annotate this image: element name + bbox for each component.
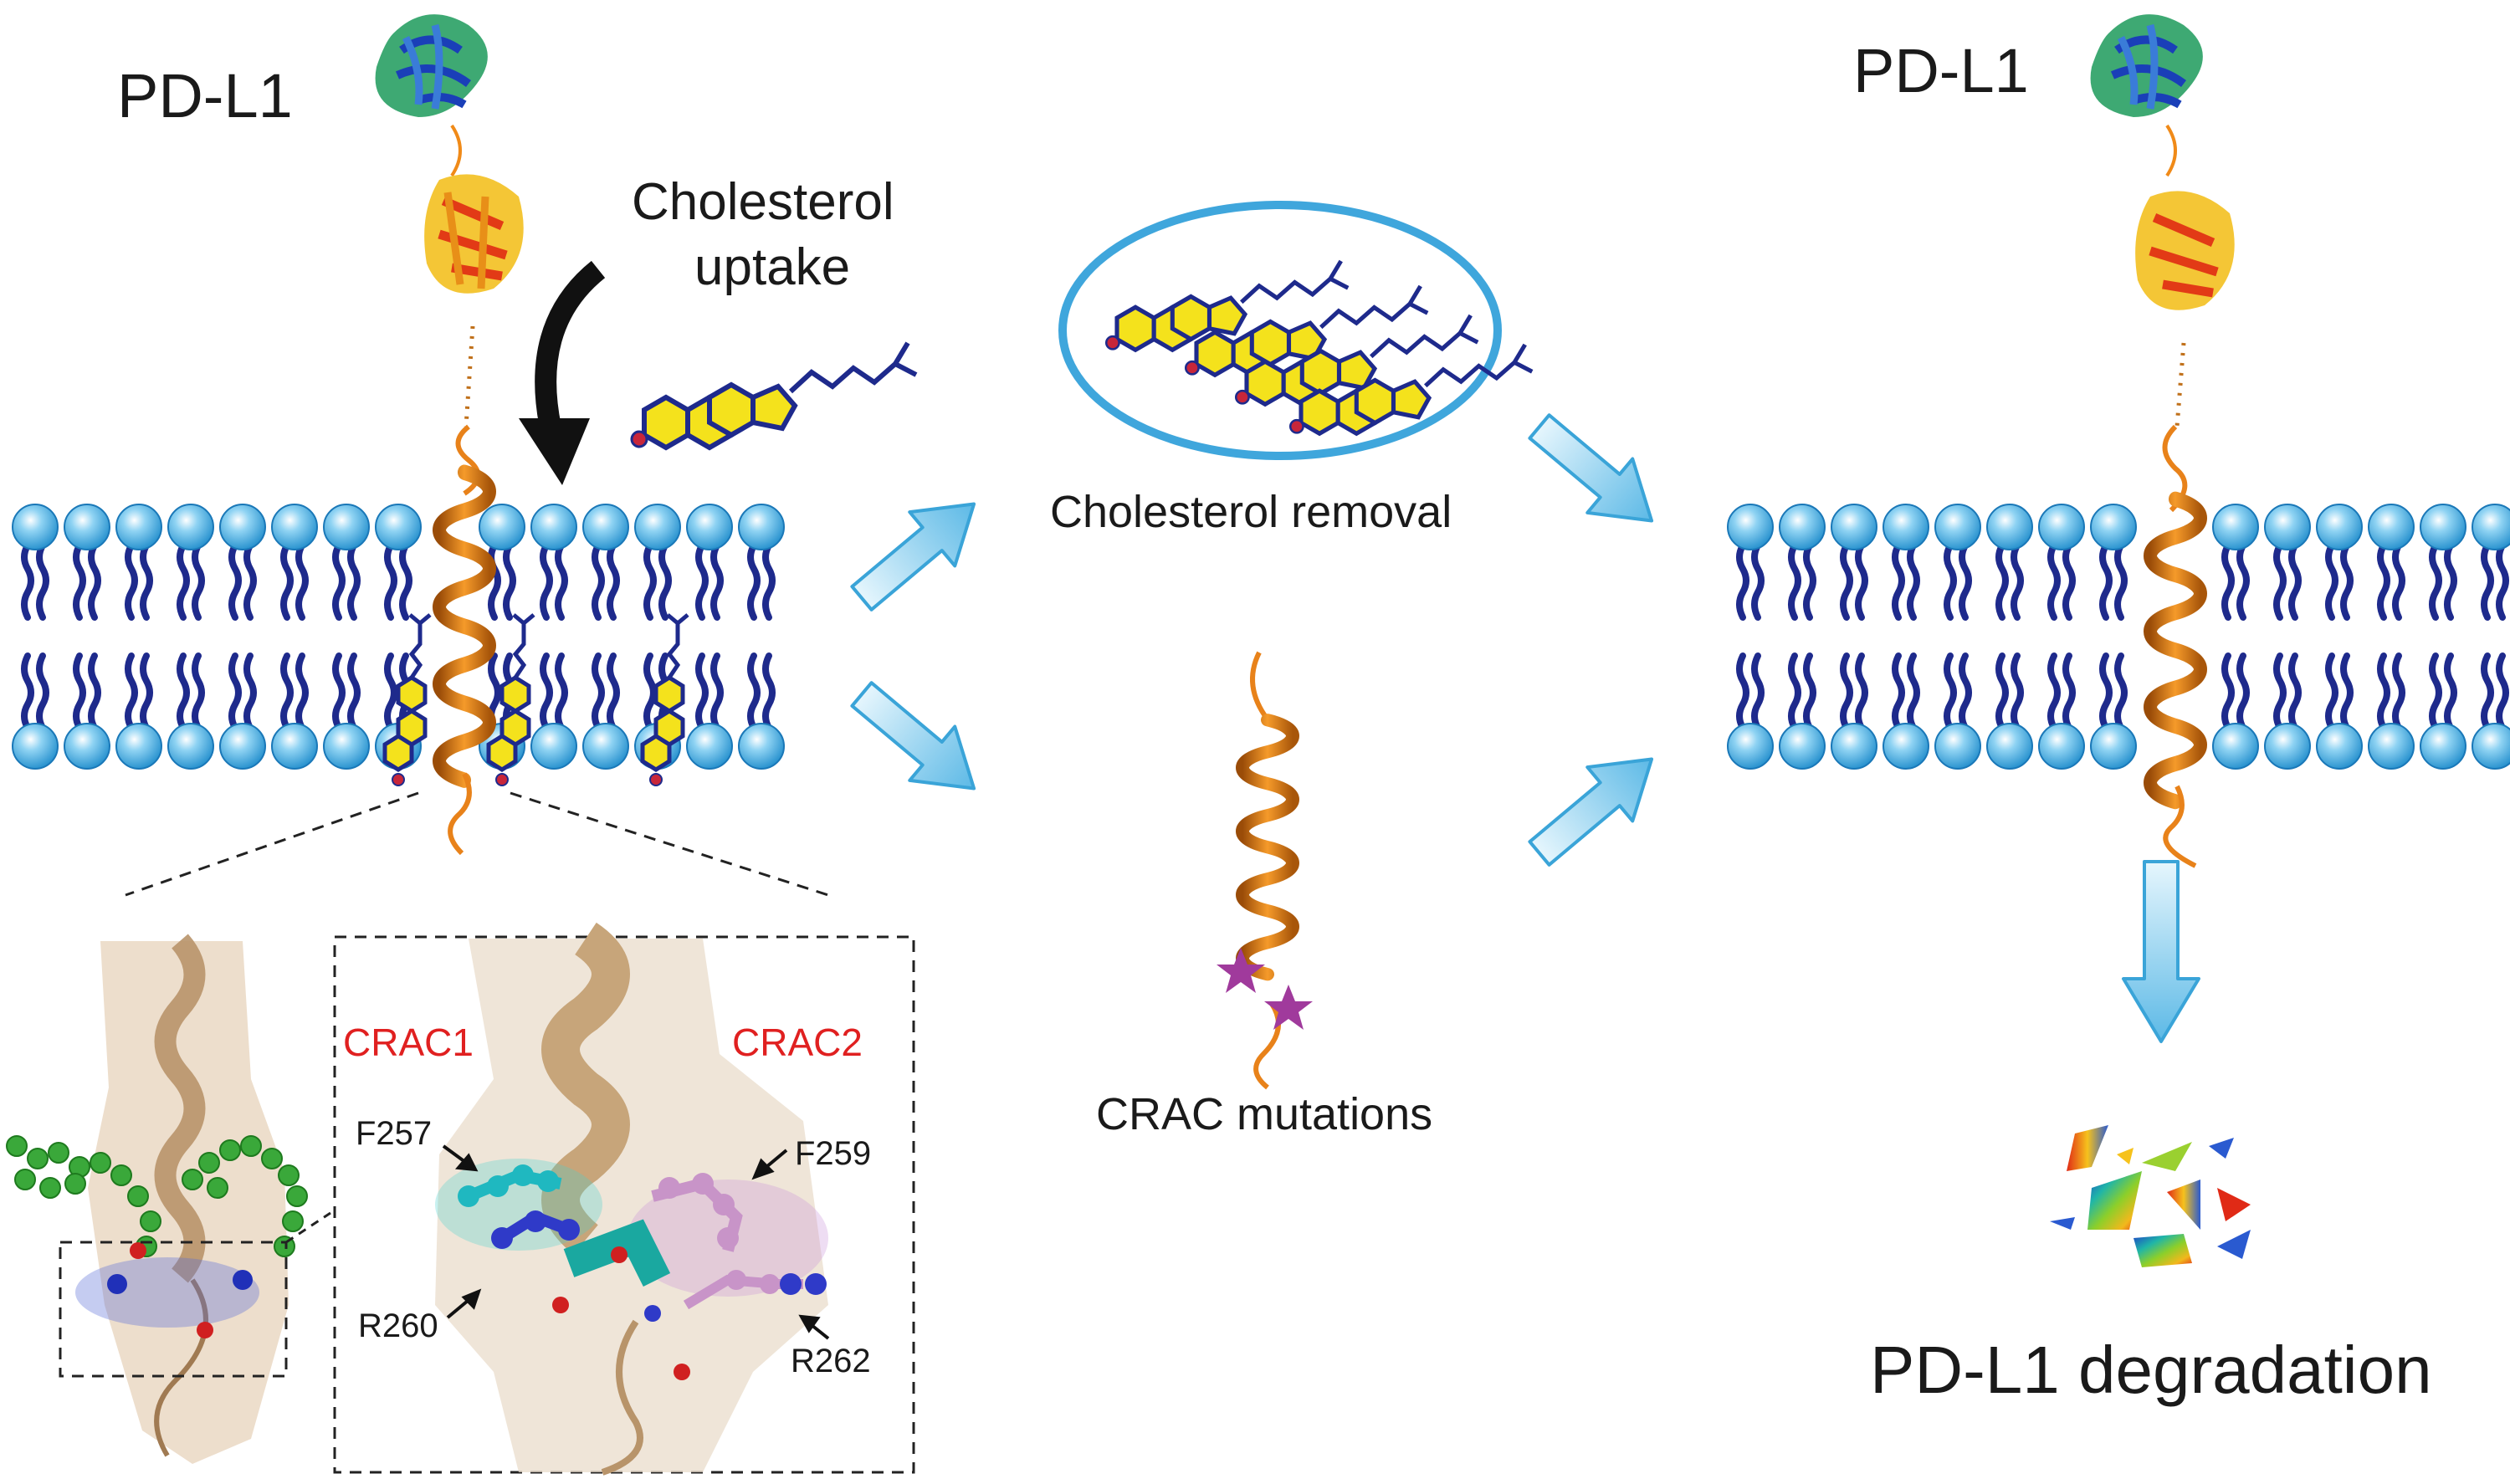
residue-f257-label: F257: [356, 1115, 432, 1152]
lipid: [376, 504, 421, 617]
lipid: [2091, 504, 2136, 617]
lipid: [324, 504, 369, 617]
lipid: [1728, 656, 1773, 769]
lipid: [2472, 504, 2510, 617]
left-pdl1-structure: [375, 14, 524, 496]
removal-ellipse: [1058, 201, 1502, 460]
uptake-arrow: [535, 260, 606, 438]
right-membrane: [1728, 504, 2510, 769]
lipid: [2420, 504, 2466, 617]
lipid: [687, 656, 732, 769]
removal-label: Cholesterol removal: [1050, 487, 1452, 537]
lipid: [1883, 504, 1929, 617]
uptake-label-line2: uptake: [694, 238, 850, 296]
lipid: [272, 504, 317, 617]
lipid: [168, 656, 213, 769]
inset-crac-zoom: [333, 922, 915, 1476]
lipid: [1987, 504, 2032, 617]
right-pdl1-structure: [2090, 14, 2235, 513]
residue-f259-label: F259: [795, 1135, 871, 1172]
lipid: [583, 656, 628, 769]
cholesterol-molecule: [632, 343, 916, 448]
lipid: [1831, 656, 1877, 769]
lipid: [687, 504, 732, 617]
lipid: [64, 504, 110, 617]
residue-r260-label: R260: [358, 1307, 438, 1344]
left-protein-label: PD-L1: [117, 61, 293, 130]
lipid: [531, 656, 576, 769]
arrow-to-degradation: [2122, 860, 2200, 1043]
lipid: [168, 504, 213, 617]
crac1-label: CRAC1: [343, 1021, 474, 1064]
lipid: [583, 504, 628, 617]
degradation-label: PD-L1 degradation: [1870, 1333, 2432, 1407]
arrow-to-mutations: [838, 665, 999, 817]
lipid: [2317, 656, 2362, 769]
lipid: [739, 504, 784, 617]
right-protein-label: PD-L1: [1853, 36, 2029, 105]
lipid: [1728, 504, 1773, 617]
right-tm-helix: [2150, 499, 2200, 802]
crac2-label: CRAC2: [732, 1021, 863, 1064]
lipid: [2369, 656, 2414, 769]
lipid: [2369, 504, 2414, 617]
lipid: [220, 504, 265, 617]
residue-r262-label: R262: [791, 1343, 871, 1379]
lipid: [116, 656, 161, 769]
lipid: [324, 656, 369, 769]
lipid: [1780, 656, 1825, 769]
lipid: [1883, 656, 1929, 769]
inset-surface-overview: [6, 934, 331, 1464]
lipid: [2213, 656, 2258, 769]
lipid: [2091, 656, 2136, 769]
lipid: [1935, 656, 1980, 769]
lipid: [1935, 504, 1980, 617]
lipid: [1780, 504, 1825, 617]
lipid: [272, 656, 317, 769]
degradation-fragments: [2050, 1125, 2251, 1267]
arrow-to-removal: [838, 475, 999, 627]
lipid: [2039, 504, 2084, 617]
mutations-label: CRAC mutations: [1096, 1089, 1432, 1139]
lipid: [739, 656, 784, 769]
lipid: [2472, 656, 2510, 769]
lipid: [13, 504, 58, 617]
lipid: [220, 656, 265, 769]
lipid: [13, 656, 58, 769]
arrow-from-mutations: [1515, 730, 1677, 883]
lipid: [635, 504, 680, 617]
lipid: [64, 656, 110, 769]
arrow-from-removal: [1515, 397, 1677, 550]
uptake-label-line1: Cholesterol: [632, 173, 894, 231]
lipid: [2039, 656, 2084, 769]
lipid: [2265, 504, 2310, 617]
lipid: [531, 504, 576, 617]
lipid: [2420, 656, 2466, 769]
mutated-helix: [1217, 651, 1313, 1090]
lipid: [2265, 656, 2310, 769]
lipid: [116, 504, 161, 617]
lipid: [2317, 504, 2362, 617]
lipid: [2213, 504, 2258, 617]
lipid: [1831, 504, 1877, 617]
lipid: [1987, 656, 2032, 769]
